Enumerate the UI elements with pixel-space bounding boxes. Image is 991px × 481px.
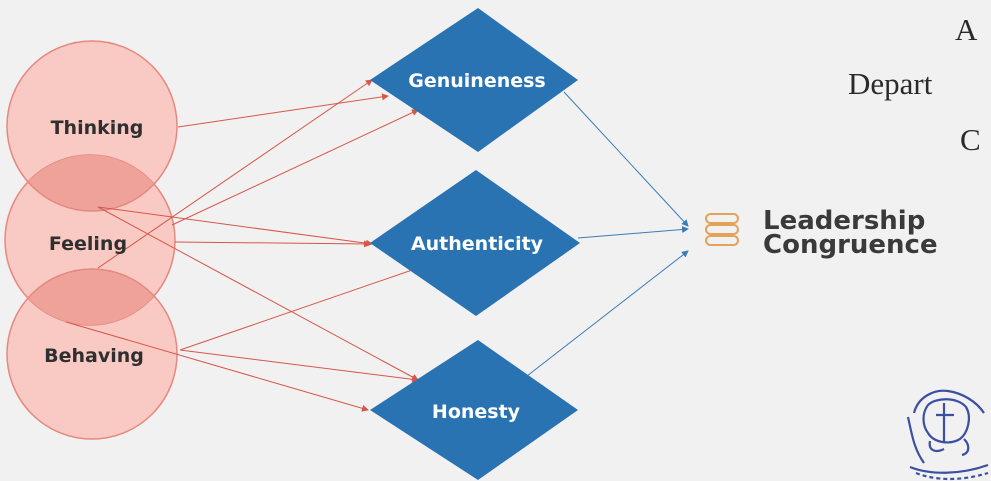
blue-connectors [526, 91, 689, 377]
label-thinking: Thinking [51, 117, 144, 139]
result-label: Leadership Congruence [763, 206, 938, 260]
result-label-line1: Leadership [763, 206, 926, 236]
diamond-authenticity [370, 170, 580, 316]
input-circles [4, 40, 178, 440]
label-honesty: Honesty [432, 401, 521, 423]
diamond-honesty [370, 340, 578, 480]
label-feeling: Feeling [49, 233, 127, 255]
arrow-feeling-authenticity-a [97, 206, 373, 247]
arrow-genuineness-result [563, 91, 689, 227]
header-line-2: Depart [848, 66, 933, 101]
label-genuineness: Genuineness [408, 70, 546, 92]
diamond-genuineness [370, 8, 578, 152]
result-label-line2: Congruence [763, 230, 938, 260]
quality-diamonds [370, 8, 580, 480]
arrow-feeling-authenticity-b [174, 240, 371, 248]
arrow-behaving-authenticity [179, 266, 419, 351]
header-line-3: C [960, 122, 981, 157]
arrow-feeling-genuineness-b [171, 109, 419, 226]
stacked-bars-icon [705, 213, 739, 246]
arrow-authenticity-result [577, 226, 689, 239]
red-connectors [65, 79, 419, 412]
institution-emblem-icon [906, 389, 989, 481]
arrow-honesty-result [526, 250, 689, 377]
arrow-thinking-genuineness [177, 93, 389, 128]
overlap-thinking-feeling [6, 155, 175, 212]
arrow-feeling-genuineness-a [97, 79, 373, 269]
overlap-feeling-behaving [6, 268, 175, 325]
label-authenticity: Authenticity [411, 233, 544, 255]
header-line-1: A [955, 12, 978, 47]
label-behaving: Behaving [44, 345, 144, 367]
arrow-behaving-honesty-a [179, 349, 419, 383]
arrow-behaving-honesty-b [65, 321, 369, 412]
header-text: A Depart C [791, 0, 991, 200]
arrow-feeling-honesty [97, 206, 419, 381]
